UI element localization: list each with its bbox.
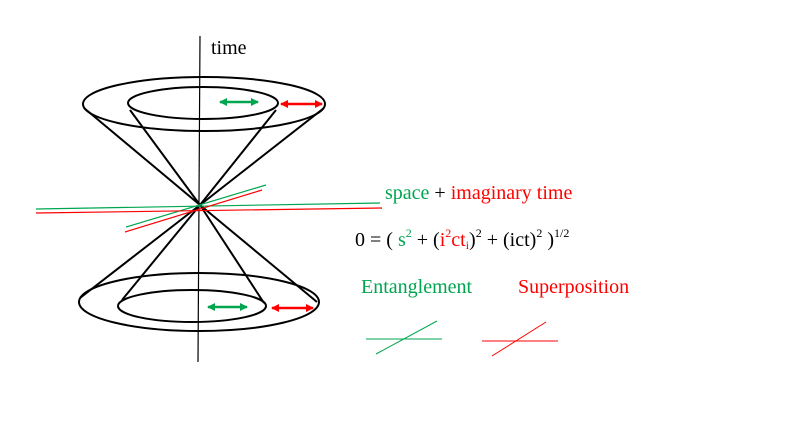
legend-entanglement: Entanglement xyxy=(361,276,473,298)
equation: 0 = ( s2 + (i2cti)2 + (ict)2 )1/2 xyxy=(355,226,569,252)
entanglement-sample xyxy=(366,320,442,355)
eq-plus1: + ( xyxy=(416,229,440,251)
eq-close: ) xyxy=(469,229,476,251)
heading-plus: + xyxy=(434,182,446,204)
heading-space: space xyxy=(385,182,430,204)
eq-tail: ) xyxy=(547,229,554,251)
time-axis-label: time xyxy=(211,37,247,59)
eq-s: s2 xyxy=(397,226,412,251)
lower-cone xyxy=(78,204,320,332)
eq-sq3: 2 xyxy=(536,226,543,240)
eq-plus2: + (ict) xyxy=(486,229,537,251)
lower-inner-ellipse xyxy=(117,289,267,323)
eq-sq2: 2 xyxy=(475,226,482,240)
upper-outer-ellipse xyxy=(82,76,326,132)
legend-superposition: Superposition xyxy=(518,276,630,298)
heading: space + imaginary time xyxy=(385,183,572,203)
lower-outer-ellipse xyxy=(78,272,320,332)
eq-power: 1/2 xyxy=(553,226,570,240)
imaginary-time-lines xyxy=(35,189,383,233)
upper-inner-ellipse xyxy=(127,86,279,120)
eq-lhs: 0 = ( xyxy=(355,229,393,251)
superposition-sample xyxy=(482,321,558,357)
upper-cone xyxy=(82,76,326,206)
heading-imaginary-time: imaginary time xyxy=(450,182,573,204)
eq-imag-term: i2cti xyxy=(439,226,470,252)
time-axis xyxy=(197,35,201,363)
